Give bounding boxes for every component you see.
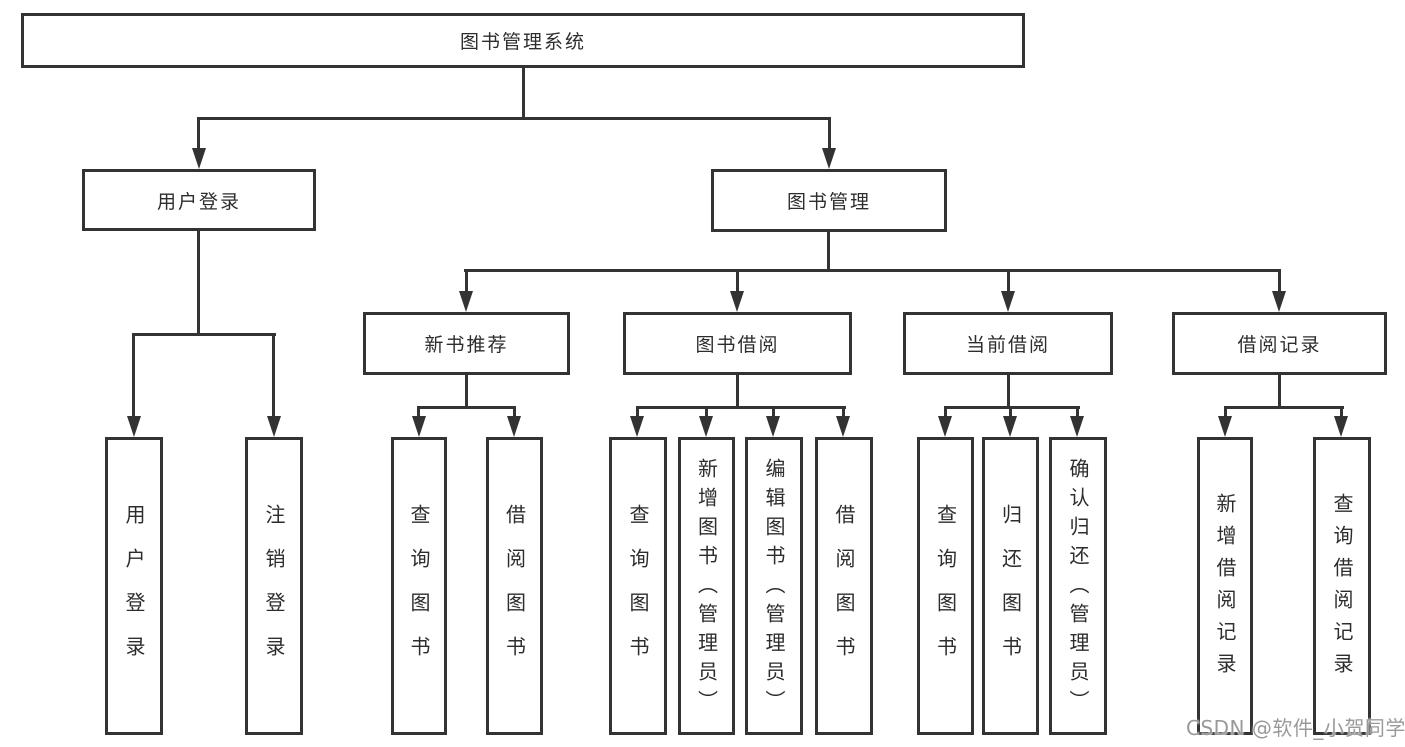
connector-line — [465, 375, 468, 408]
connector-line — [1076, 406, 1079, 419]
leaf-bb-add-books-admin: 新增图书（管理员） — [678, 437, 735, 735]
node-book-management: 图书管理 — [711, 169, 947, 232]
connector-line — [1009, 406, 1012, 419]
arrowhead-icon — [1272, 291, 1286, 312]
connector-line — [944, 406, 947, 419]
connector-line — [736, 269, 739, 293]
arrowhead-icon — [1218, 416, 1232, 437]
arrowhead-icon — [822, 148, 836, 169]
arrowhead-icon — [412, 416, 426, 437]
watermark: CSDN @软件_小贺同学 — [1186, 716, 1405, 740]
connector-line — [417, 406, 420, 419]
arrowhead-icon — [730, 291, 744, 312]
connector-line — [828, 117, 831, 151]
connector-line — [513, 406, 516, 419]
arrowhead-icon — [836, 416, 850, 437]
arrowhead-icon — [1334, 416, 1348, 437]
connector-line — [1224, 406, 1227, 419]
leaf-bb-query-books: 查询图书 — [609, 437, 667, 735]
connector-line — [197, 117, 200, 151]
arrowhead-icon — [1003, 416, 1017, 437]
connector-line — [417, 406, 516, 409]
leaf-nbr-query-books: 查询图书 — [391, 437, 447, 735]
node-current-borrowing: 当前借阅 — [903, 312, 1113, 375]
connector-line — [944, 406, 1080, 409]
connector-line — [842, 406, 845, 419]
leaf-bb-borrow-books: 借阅图书 — [815, 437, 873, 735]
node-borrowing-records: 借阅记录 — [1172, 312, 1387, 375]
connector-line — [465, 269, 468, 293]
node-user-login-branch: 用户登录 — [82, 169, 316, 231]
arrowhead-icon — [267, 416, 281, 437]
connector-line — [197, 231, 200, 335]
connector-line — [827, 232, 830, 271]
leaf-nbr-borrow-books: 借阅图书 — [486, 437, 543, 735]
leaf-cb-query-books: 查询图书 — [917, 437, 974, 735]
leaf-logout: 注销登录 — [245, 437, 303, 735]
connector-line — [132, 333, 135, 418]
connector-line — [522, 68, 525, 118]
arrowhead-icon — [1001, 291, 1015, 312]
leaf-br-add-record: 新增借阅记录 — [1197, 437, 1253, 735]
node-root: 图书管理系统 — [21, 13, 1025, 68]
arrowhead-icon — [192, 148, 206, 169]
connector-line — [636, 406, 846, 409]
connector-line — [736, 375, 739, 408]
arrowhead-icon — [766, 416, 780, 437]
node-book-borrowing: 图书借阅 — [623, 312, 852, 375]
connector-line — [197, 117, 831, 120]
arrowhead-icon — [1070, 416, 1084, 437]
connector-line — [1340, 406, 1343, 419]
connector-line — [772, 406, 775, 419]
arrowhead-icon — [699, 416, 713, 437]
connector-line — [636, 406, 639, 419]
arrowhead-icon — [630, 416, 644, 437]
node-new-book-recommend: 新书推荐 — [363, 312, 570, 375]
arrowhead-icon — [127, 416, 141, 437]
connector-line — [464, 269, 1281, 272]
leaf-br-query-record: 查询借阅记录 — [1313, 437, 1371, 735]
connector-line — [1007, 375, 1010, 408]
connector-line — [132, 333, 276, 336]
leaf-bb-edit-books-admin: 编辑图书（管理员） — [745, 437, 803, 735]
connector-line — [1007, 269, 1010, 293]
leaf-cb-return-books: 归还图书 — [982, 437, 1039, 735]
connector-line — [1224, 406, 1344, 409]
arrowhead-icon — [938, 416, 952, 437]
arrowhead-icon — [507, 416, 521, 437]
leaf-cb-confirm-return-admin: 确认归还（管理员） — [1049, 437, 1107, 735]
connector-line — [272, 333, 275, 418]
connector-line — [705, 406, 708, 419]
connector-line — [1278, 375, 1281, 408]
connector-line — [1278, 269, 1281, 293]
leaf-user-login: 用户登录 — [105, 437, 163, 735]
arrowhead-icon — [459, 291, 473, 312]
